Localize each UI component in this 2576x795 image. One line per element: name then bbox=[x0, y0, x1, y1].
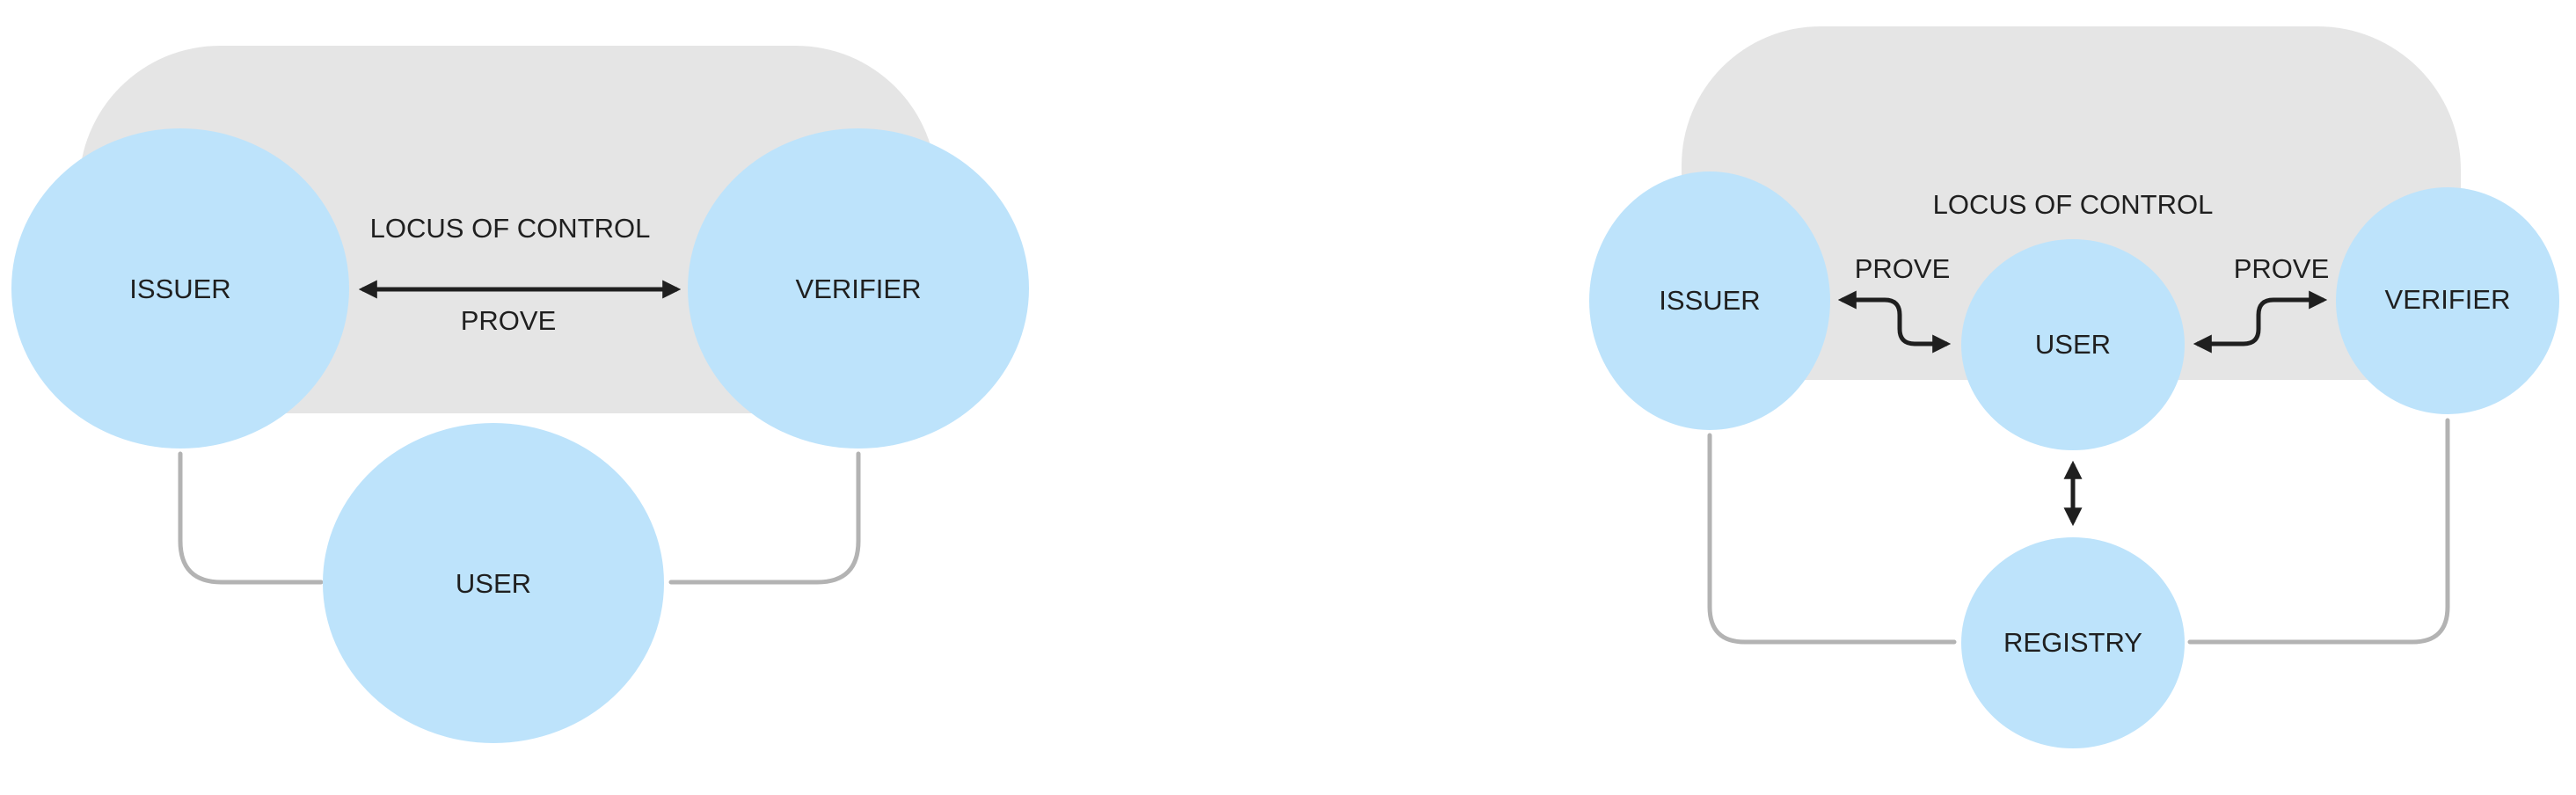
issuer-node bbox=[11, 128, 349, 449]
user-node bbox=[323, 423, 664, 743]
diagram-right: ISSUER USER VERIFIER REGISTRY LOCUS OF C… bbox=[1589, 26, 2559, 748]
connector-verifier-user bbox=[668, 451, 861, 585]
issuer-node bbox=[1589, 171, 1830, 430]
verifier-label: VERIFIER bbox=[2385, 284, 2511, 315]
diagram-left: ISSUER VERIFIER USER LOCUS OF CONTROL PR… bbox=[11, 46, 1029, 743]
prove-arrow-user-verifier bbox=[2193, 290, 2328, 354]
prove-label-left: PROVE bbox=[1855, 253, 1951, 284]
registry-node bbox=[1961, 537, 2185, 748]
registry-label: REGISTRY bbox=[2003, 627, 2142, 658]
locus-of-control-label: LOCUS OF CONTROL bbox=[370, 213, 651, 244]
prove-arrow-issuer-user bbox=[1837, 290, 1952, 354]
connector-issuer-user bbox=[178, 451, 324, 585]
prove-label: PROVE bbox=[461, 305, 557, 336]
verifier-node bbox=[2336, 187, 2559, 414]
connector-issuer-registry bbox=[1707, 433, 1957, 645]
verifier-node bbox=[688, 128, 1029, 449]
issuer-label: ISSUER bbox=[129, 274, 230, 304]
locus-of-control-label: LOCUS OF CONTROL bbox=[1933, 189, 2214, 220]
user-label: USER bbox=[456, 568, 531, 599]
prove-label-right: PROVE bbox=[2234, 253, 2330, 284]
issuer-label: ISSUER bbox=[1659, 285, 1760, 316]
verifier-label: VERIFIER bbox=[796, 274, 922, 304]
user-label: USER bbox=[2035, 329, 2111, 360]
connector-verifier-registry bbox=[2187, 418, 2450, 645]
user-node bbox=[1961, 239, 2185, 450]
